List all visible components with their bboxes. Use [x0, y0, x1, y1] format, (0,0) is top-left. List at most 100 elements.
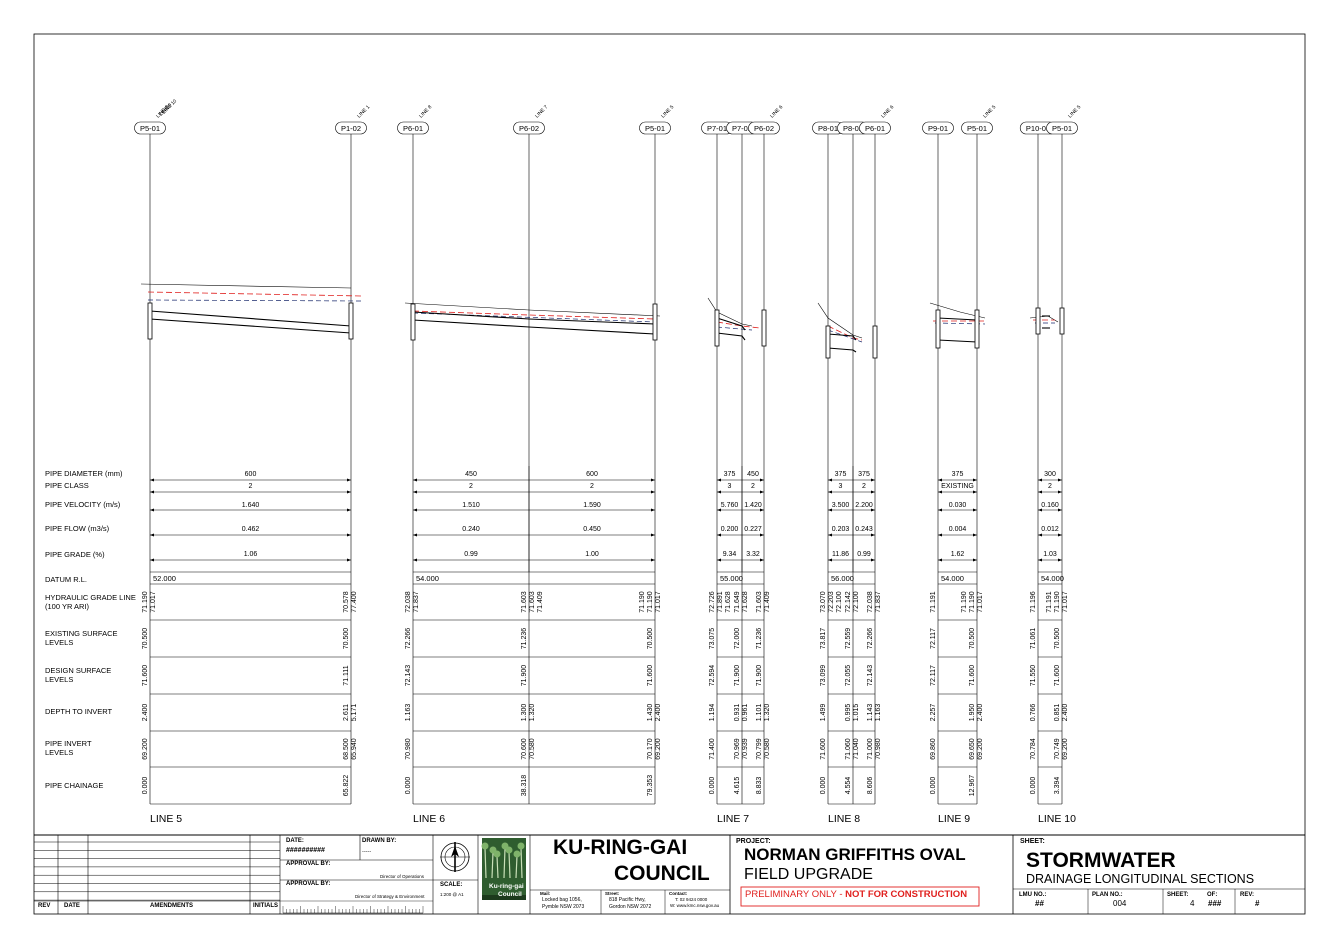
connection-tag: LINE 5	[1067, 104, 1082, 119]
row-label-esl: LEVELS	[45, 638, 73, 647]
pit-structure	[825, 325, 831, 359]
logo-tree-trunk	[520, 847, 523, 879]
pipe-diameter: 450	[747, 471, 759, 478]
pit-id-label: P6-01	[403, 124, 423, 133]
pipe-invert	[149, 318, 352, 334]
connection-tag: LINE 1	[356, 104, 371, 119]
pipe-grade: 0.99	[857, 551, 871, 558]
pit-structure	[1035, 307, 1041, 335]
level-value-chainage: 0.000	[142, 777, 149, 795]
pipe-grade: 3.32	[746, 551, 760, 558]
level-value-depth: 1.194	[709, 704, 716, 722]
surface-line	[716, 326, 753, 331]
level-value-hgl: 71.603	[521, 591, 528, 613]
level-value-esl: 72.117	[930, 628, 937, 649]
level-value-hgl: 72.203	[828, 591, 835, 613]
level-value-depth: 1.163	[405, 704, 412, 722]
logo-tree-trunk	[508, 851, 511, 879]
plan-value: 004	[1113, 899, 1127, 908]
arrow-head	[1058, 490, 1062, 494]
arrow-head	[413, 558, 417, 562]
level-value-dsl: 71.600	[969, 665, 976, 687]
level-value-esl: 72.559	[845, 628, 852, 650]
datum-value: 54.000	[416, 574, 439, 583]
level-value-chainage: 65.822	[343, 775, 350, 797]
pipe-class: 2	[1048, 483, 1052, 490]
arrow-head	[717, 478, 721, 482]
ground-line	[817, 302, 863, 339]
level-value-hgl: 71.409	[764, 591, 771, 613]
arrow-head	[938, 508, 942, 512]
date-value: ##########	[286, 847, 325, 854]
pit-id-label: P6-01	[865, 124, 885, 133]
arrow-head	[651, 533, 655, 537]
connection-tag: LINE 5	[982, 104, 997, 119]
pipe-grade: 1.06	[244, 551, 258, 558]
arrow-head	[1038, 478, 1042, 482]
datum-value: 54.000	[941, 574, 964, 583]
pipe-invert	[937, 339, 978, 343]
level-value-hgl: 71.017	[977, 591, 984, 613]
level-value-dsl: 72.117	[930, 665, 937, 686]
level-value-hgl: 71.628	[742, 591, 749, 613]
sheet-no-value: 4	[1190, 899, 1195, 908]
pipe-grade: 1.00	[585, 551, 599, 558]
level-value-depth: 2.400	[142, 704, 149, 722]
council-name-1: KU-RING-GAI	[553, 836, 688, 859]
level-value-depth: 0.851	[1054, 704, 1061, 722]
level-value-chainage: 0.000	[405, 777, 412, 795]
arrow-head	[973, 558, 977, 562]
level-value-chainage: 0.000	[1030, 777, 1037, 795]
level-value-hgl: 71.190	[1054, 591, 1061, 613]
logo-tree-trunk	[515, 855, 518, 879]
pit-id-label: P7-02	[732, 124, 752, 133]
level-value-depth: 2.257	[930, 704, 937, 722]
arrow-head	[1058, 558, 1062, 562]
initials-header: INITIALS	[253, 903, 278, 909]
pipe-grade: 1.62	[951, 551, 965, 558]
pit-structure	[348, 302, 354, 340]
pipe-grade: 9.34	[723, 551, 737, 558]
project-label: PROJECT:	[736, 838, 771, 845]
arrow-head	[938, 558, 942, 562]
level-value-esl: 71.061	[1030, 628, 1037, 650]
pit-structure	[974, 309, 980, 349]
arrow-head	[973, 478, 977, 482]
pit-structure	[935, 309, 941, 349]
arrow-head	[150, 533, 154, 537]
sheet-no-label: SHEET:	[1167, 892, 1189, 898]
pipe-obvert	[716, 317, 746, 331]
pipe-class: 2	[751, 483, 755, 490]
hydraulic-grade-line	[716, 321, 761, 329]
arrow-head	[651, 478, 655, 482]
level-value-chainage: 8.606	[867, 777, 874, 795]
level-value-esl: 73.817	[820, 628, 827, 650]
arrow-head	[717, 533, 721, 537]
of-value: ###	[1208, 899, 1222, 908]
pipe-flow: 0.243	[855, 526, 873, 533]
datum-value: 54.000	[1041, 574, 1064, 583]
level-value-hgl: 77.400	[351, 591, 358, 613]
level-value-depth: 1.950	[969, 704, 976, 722]
lmu-label: LMU NO.:	[1019, 892, 1047, 898]
level-value-invert: 70.170	[647, 738, 654, 760]
level-value-dsl: 71.900	[756, 665, 763, 687]
level-value-chainage: 12.967	[969, 775, 976, 797]
pipe-class: 2	[862, 483, 866, 490]
logo-tree-trunk	[496, 855, 499, 879]
pipe-diameter: 375	[952, 471, 964, 478]
level-value-hgl: 71.190	[142, 591, 149, 613]
pipe-class: 3	[728, 483, 732, 490]
surface-line	[147, 299, 363, 302]
arrow-head	[1058, 508, 1062, 512]
pit-structure	[410, 303, 416, 341]
hydraulic-grade-line	[147, 291, 363, 297]
pipe-flow: 0.450	[583, 526, 601, 533]
arrow-head	[938, 533, 942, 537]
level-value-dsl: 71.550	[1030, 665, 1037, 687]
pipe-obvert	[149, 310, 352, 327]
row-label-chainage: PIPE CHAINAGE	[45, 781, 103, 790]
date-header: DATE	[64, 903, 80, 909]
